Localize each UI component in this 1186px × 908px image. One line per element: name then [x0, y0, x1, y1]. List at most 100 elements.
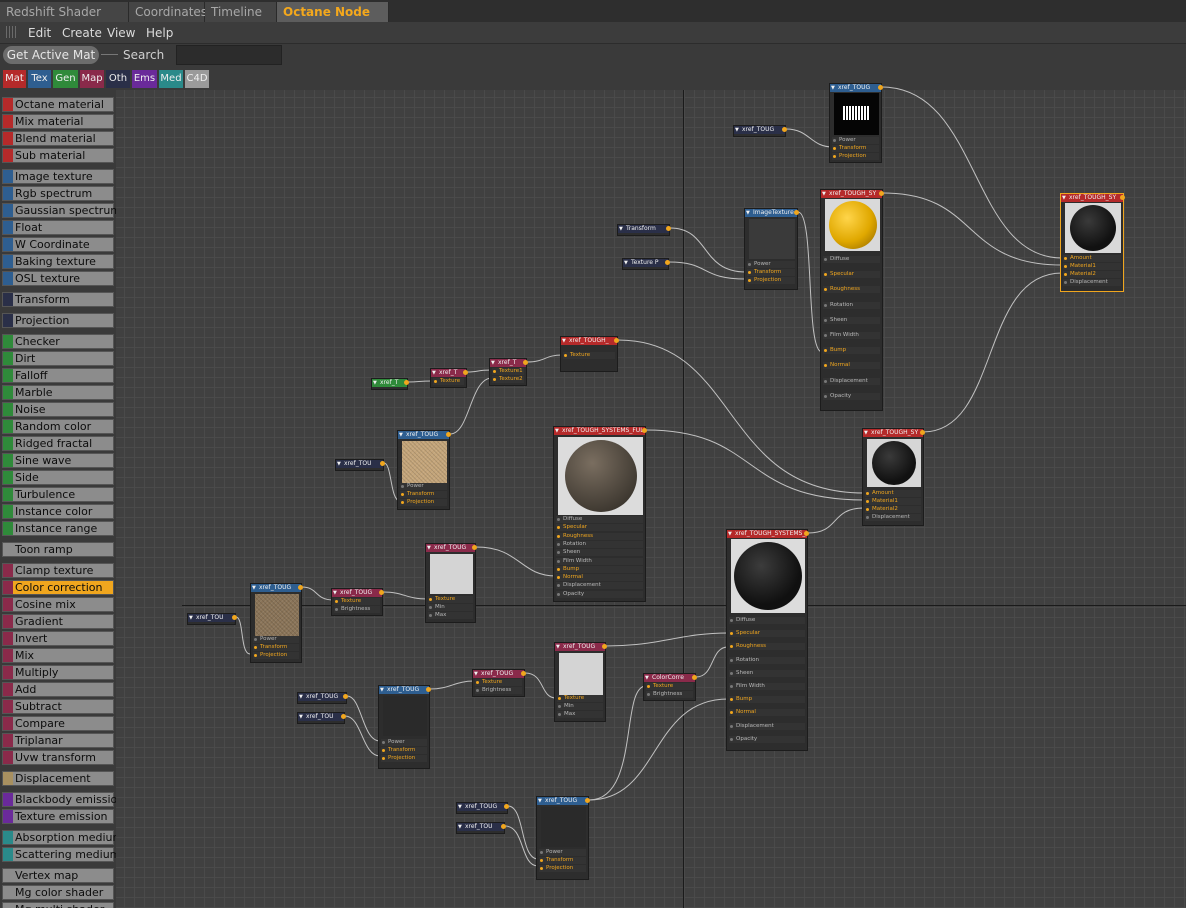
- sidebar-item-rgb-spectrum[interactable]: Rgb spectrum: [2, 186, 114, 201]
- node-param-power[interactable]: Power: [747, 261, 795, 268]
- node-title[interactable]: xref_TOUG: [830, 84, 881, 92]
- grip-icon[interactable]: [6, 26, 18, 38]
- output-port-icon[interactable]: [920, 430, 925, 435]
- output-port-icon[interactable]: [642, 428, 647, 433]
- output-port-icon[interactable]: [341, 714, 346, 719]
- output-port-icon[interactable]: [794, 210, 799, 215]
- filter-ems[interactable]: Ems: [132, 70, 157, 88]
- node-param-displacement[interactable]: Displacement: [556, 582, 643, 590]
- node-param-projection[interactable]: Projection: [747, 277, 795, 284]
- node-param-transform[interactable]: Transform: [747, 269, 795, 276]
- node-xref-tou[interactable]: xref_TOU: [297, 712, 346, 724]
- filter-c4d[interactable]: C4D: [185, 70, 209, 88]
- sidebar-item-toon-ramp[interactable]: Toon ramp: [2, 542, 114, 557]
- node-param-transform[interactable]: Transform: [381, 747, 427, 754]
- node-param-displacement[interactable]: Displacement: [729, 722, 805, 730]
- node-title[interactable]: Transform: [618, 225, 669, 233]
- tab-octane-node-editor[interactable]: Octane Node Editor: [277, 2, 389, 39]
- filter-oth[interactable]: Oth: [106, 70, 130, 88]
- output-port-icon[interactable]: [782, 127, 787, 132]
- node-title[interactable]: xref_TOUGH_SY: [863, 429, 923, 437]
- sidebar-item-float[interactable]: Float: [2, 220, 114, 235]
- output-port-icon[interactable]: [666, 226, 671, 231]
- node-param-roughness[interactable]: Roughness: [556, 532, 643, 540]
- node-param-amount[interactable]: Amount: [1063, 255, 1121, 262]
- node-title[interactable]: xref_TOUG: [537, 797, 588, 805]
- node-title[interactable]: xref_TOUG: [457, 803, 507, 811]
- node-param-transform[interactable]: Transform: [832, 145, 879, 152]
- node-xref-t[interactable]: xref_T: [371, 378, 409, 390]
- output-port-icon[interactable]: [878, 85, 883, 90]
- filter-med[interactable]: Med: [159, 70, 183, 88]
- sidebar-item-instance-color[interactable]: Instance color: [2, 504, 114, 519]
- output-port-icon[interactable]: [232, 615, 237, 620]
- sidebar-item-noise[interactable]: Noise: [2, 402, 114, 417]
- node-param-specular[interactable]: Specular: [823, 271, 880, 279]
- node-param-projection[interactable]: Projection: [253, 652, 299, 659]
- node-param-max[interactable]: Max: [557, 711, 603, 718]
- menu-help[interactable]: Help: [146, 26, 174, 40]
- output-port-icon[interactable]: [521, 671, 526, 676]
- output-port-icon[interactable]: [380, 461, 385, 466]
- node-xref-toug[interactable]: xref_TOUG: [456, 802, 509, 814]
- output-port-icon[interactable]: [404, 380, 409, 385]
- output-port-icon[interactable]: [879, 191, 884, 196]
- sidebar-item-triplanar[interactable]: Triplanar: [2, 733, 114, 748]
- node-transform[interactable]: Transform: [617, 224, 671, 236]
- node-title[interactable]: xref_TOUG: [555, 643, 605, 651]
- sidebar-item-baking-texture[interactable]: Baking texture: [2, 254, 114, 269]
- sidebar-item-osl-texture[interactable]: OSL texture: [2, 271, 114, 286]
- node-param-transform[interactable]: Transform: [400, 491, 447, 498]
- node-xref-tough-sy[interactable]: xref_TOUGH_SYAmountMaterial1Material2Dis…: [1060, 193, 1125, 292]
- sidebar-item-blend-material[interactable]: Blend material: [2, 131, 114, 146]
- sidebar-item-absorption-medium[interactable]: Absorption medium: [2, 830, 123, 845]
- sidebar-item-image-texture[interactable]: Image texture: [2, 169, 114, 184]
- sidebar-item-mg-color-shader[interactable]: Mg color shader: [2, 885, 114, 900]
- sidebar-item-projection[interactable]: Projection: [2, 313, 114, 328]
- node-param-rotation[interactable]: Rotation: [556, 540, 643, 548]
- node-param-film-width[interactable]: Film Width: [729, 683, 805, 690]
- node-xref-tou[interactable]: xref_TOU: [187, 613, 237, 625]
- node-param-diffuse[interactable]: Diffuse: [729, 617, 805, 624]
- node-title[interactable]: xref_T: [431, 369, 466, 377]
- node-title[interactable]: xref_TOUGH_SY: [1061, 194, 1123, 202]
- sidebar-item-mg-multi-shader[interactable]: Mg multi shader: [2, 902, 114, 908]
- node-title[interactable]: xref_TOUGH_: [561, 337, 617, 345]
- filter-mat[interactable]: Mat: [3, 70, 26, 88]
- output-port-icon[interactable]: [343, 694, 348, 699]
- node-xref-tough-sy[interactable]: xref_TOUGH_SYAmountMaterial1Material2Dis…: [862, 428, 925, 526]
- output-port-icon[interactable]: [665, 260, 670, 265]
- node-title[interactable]: xref_TOUG: [426, 544, 475, 552]
- node-param-opacity[interactable]: Opacity: [823, 392, 880, 400]
- output-port-icon[interactable]: [426, 687, 431, 692]
- node-param-projection[interactable]: Projection: [539, 865, 586, 872]
- node-param-projection[interactable]: Projection: [832, 153, 879, 160]
- node-title[interactable]: xref_TOUGH_SY: [821, 190, 882, 198]
- sidebar-item-invert[interactable]: Invert: [2, 631, 114, 646]
- node-param-normal[interactable]: Normal: [556, 574, 643, 582]
- sidebar-item-gradient[interactable]: Gradient: [2, 614, 114, 629]
- node-xref-toug[interactable]: xref_TOUG: [733, 125, 787, 137]
- node-title[interactable]: xref_TOUG: [332, 589, 382, 597]
- node-param-texture[interactable]: Texture: [433, 378, 464, 385]
- node-title[interactable]: xref_TOUGH_SYSTEMS_FUL: [554, 427, 645, 435]
- node-texture-p[interactable]: Texture P: [622, 258, 670, 270]
- node-title[interactable]: ImageTexture: [745, 209, 797, 217]
- sidebar-item-sub-material[interactable]: Sub material: [2, 148, 114, 163]
- node-param-min[interactable]: Min: [557, 703, 603, 710]
- node-param-sheen[interactable]: Sheen: [823, 316, 880, 324]
- sidebar-item-dirt[interactable]: Dirt: [2, 351, 114, 366]
- tab-coordinates[interactable]: Coordinates: [129, 2, 207, 22]
- node-param-texture[interactable]: Texture: [563, 352, 615, 359]
- node-param-material1[interactable]: Material1: [1063, 263, 1121, 270]
- node-param-brightness[interactable]: Brightness: [475, 687, 522, 694]
- sidebar-item-marble[interactable]: Marble: [2, 385, 114, 400]
- node-param-material1[interactable]: Material1: [865, 498, 921, 505]
- sidebar-item-subtract[interactable]: Subtract: [2, 699, 114, 714]
